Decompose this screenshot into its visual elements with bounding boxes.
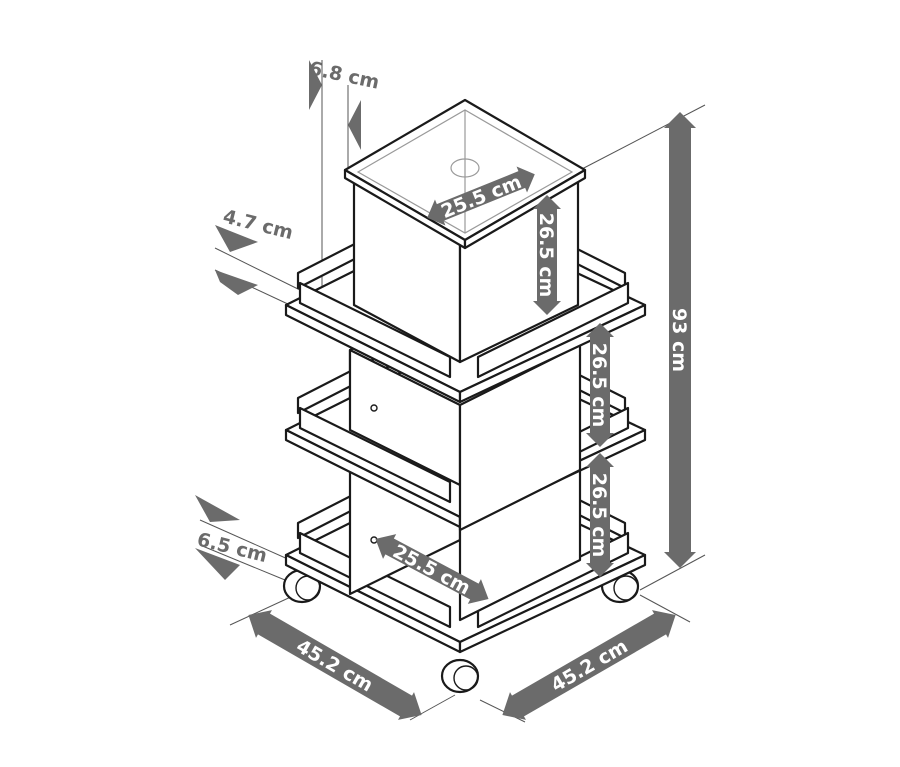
caster-front [440, 658, 480, 694]
label-total-height: 93 cm [668, 308, 690, 372]
lid-handle-icon [450, 158, 480, 178]
dim-total-height: 93 cm [664, 112, 696, 568]
dim-box-height: 26.5 cm [533, 195, 561, 315]
dim-base-clearance: 6.5 cm [195, 495, 269, 580]
dim-tier-gap-lower: 26.5 cm [586, 453, 614, 577]
dim-tier-gap-upper: 26.5 cm [586, 323, 614, 447]
label-depth-left: 45.2 cm [292, 635, 376, 696]
middle-tier [284, 294, 647, 622]
dim-lid-offset: 6.8 cm [307, 57, 381, 150]
label-box-height: 26.5 cm [535, 213, 557, 298]
label-tier-gap-lower: 26.5 cm [588, 473, 610, 558]
label-width-right: 45.2 cm [547, 635, 631, 696]
label-tier-gap-upper: 26.5 cm [588, 343, 610, 428]
top-tier-front-rims [298, 281, 630, 379]
